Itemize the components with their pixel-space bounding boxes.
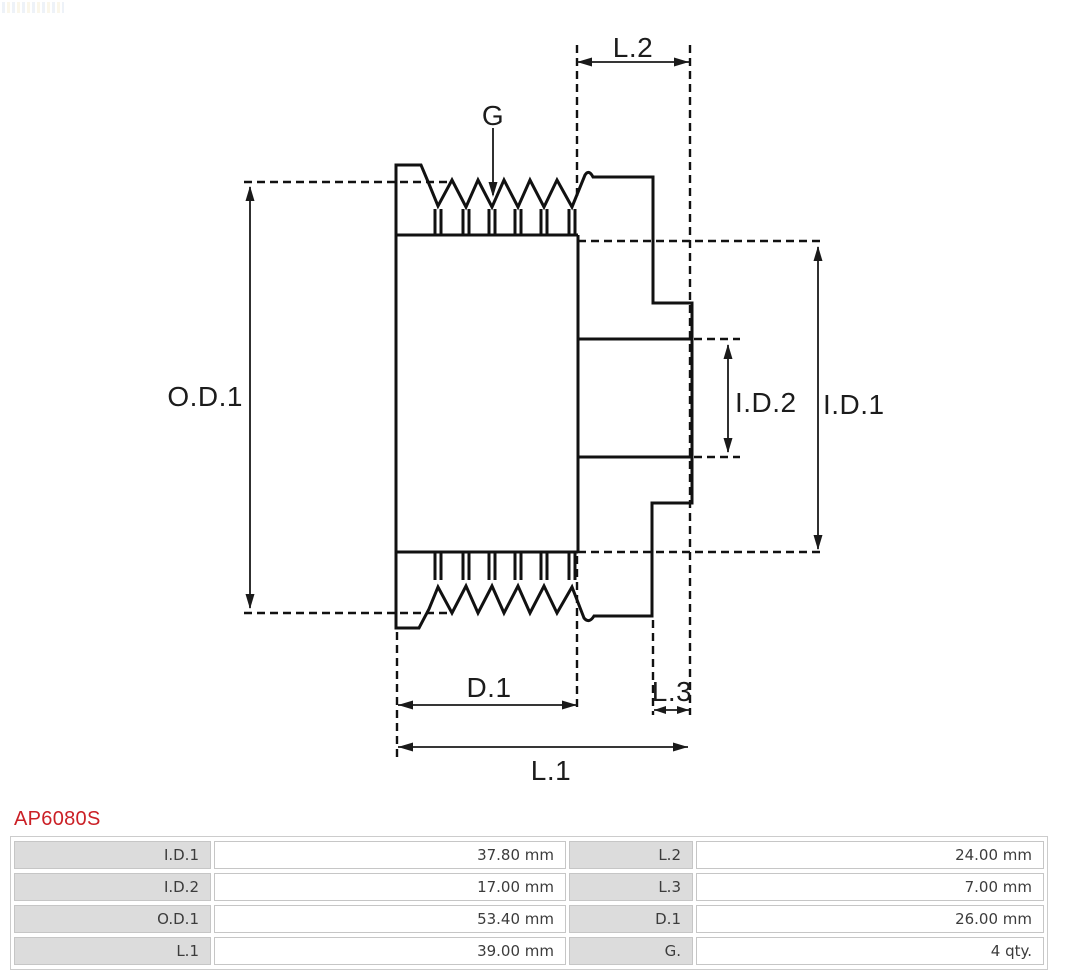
table-row: O.D.1 53.40 mm D.1 26.00 mm xyxy=(14,905,1044,933)
dim-label-l1: L.1 xyxy=(531,755,571,786)
groove-slots-top xyxy=(433,209,577,235)
logo-artifact xyxy=(2,2,64,13)
dim-label-l3: L.3 xyxy=(652,676,692,707)
table-row: I.D.1 37.80 mm L.2 24.00 mm xyxy=(14,841,1044,869)
spec-label: L.1 xyxy=(14,937,211,965)
table-row: L.1 39.00 mm G. 4 qty. xyxy=(14,937,1044,965)
spec-value: 7.00 mm xyxy=(696,873,1044,901)
reference-dashed-lines xyxy=(244,45,824,757)
dim-label-id1: I.D.1 xyxy=(823,389,885,420)
spec-label: O.D.1 xyxy=(14,905,211,933)
pulley-body-lines xyxy=(396,233,692,554)
spec-label: G. xyxy=(569,937,693,965)
table-row: I.D.2 17.00 mm L.3 7.00 mm xyxy=(14,873,1044,901)
dim-label-l2: L.2 xyxy=(613,32,653,63)
part-number: AP6080S xyxy=(14,808,101,830)
spec-label: D.1 xyxy=(569,905,693,933)
spec-label: L.3 xyxy=(569,873,693,901)
spec-label: I.D.2 xyxy=(14,873,211,901)
dim-label-id2: I.D.2 xyxy=(735,387,797,418)
spec-value: 26.00 mm xyxy=(696,905,1044,933)
spec-value: 37.80 mm xyxy=(214,841,566,869)
spec-value: 53.40 mm xyxy=(214,905,566,933)
spec-value: 17.00 mm xyxy=(214,873,566,901)
groove-slots-bottom xyxy=(433,552,577,580)
spec-label: L.2 xyxy=(569,841,693,869)
pulley-outline xyxy=(394,163,694,630)
spec-value: 4 qty. xyxy=(696,937,1044,965)
spec-label: I.D.1 xyxy=(14,841,211,869)
spec-table: I.D.1 37.80 mm L.2 24.00 mm I.D.2 17.00 … xyxy=(10,836,1048,970)
dim-label-od1: O.D.1 xyxy=(167,381,243,412)
dimension-arrowheads xyxy=(245,57,823,752)
dimension-lines xyxy=(249,61,819,748)
dim-label-d1: D.1 xyxy=(466,672,511,703)
pulley-technical-drawing: L.2 G O.D.1 I.D.2 I.D.1 D.1 L.3 L.1 xyxy=(167,32,885,786)
dim-label-g: G xyxy=(482,100,504,131)
spec-value: 39.00 mm xyxy=(214,937,566,965)
spec-value: 24.00 mm xyxy=(696,841,1044,869)
